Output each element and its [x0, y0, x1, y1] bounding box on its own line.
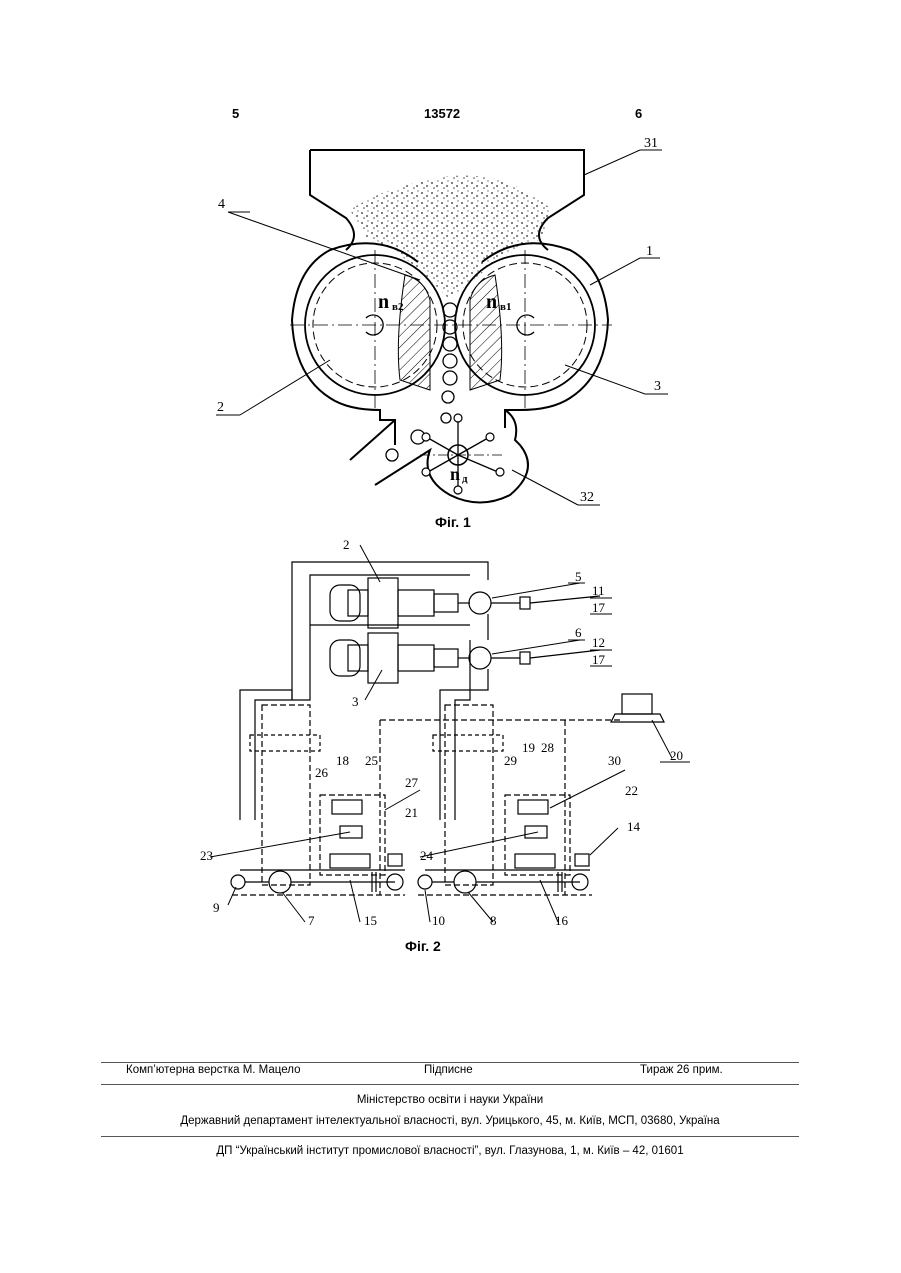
institute-line: ДП “Український інститут промислової вла…	[101, 1145, 799, 1157]
circulation-label: Тираж 26 прим.	[640, 1064, 723, 1076]
fig2-callout-23: 23	[200, 848, 213, 863]
department-line: Державний департамент інтелектуальної вл…	[101, 1115, 799, 1127]
layout-credit: Комп’ютерна верстка М. Мацело	[126, 1064, 300, 1076]
fig2-callout-30: 30	[608, 753, 621, 768]
speed-label-nv1-sub: в1	[500, 301, 511, 313]
speed-label-nd: n	[450, 464, 460, 484]
footer-rule-bottom	[101, 1136, 799, 1137]
fig1-callout-2: 2	[217, 400, 224, 415]
footer-rule-top	[101, 1062, 799, 1063]
fig1-callout-1: 1	[646, 244, 653, 259]
fig2-callout-17: 17	[592, 600, 606, 615]
signed-label: Підписне	[424, 1064, 473, 1076]
fig2-callout-5: 5	[575, 569, 582, 584]
fig2-callout-16: 16	[555, 913, 569, 928]
fig2-callout-6: 6	[575, 625, 582, 640]
fig2-callout-25: 25	[365, 753, 378, 768]
fig2-callout-7: 7	[308, 913, 315, 928]
fig2-callout-9: 9	[213, 900, 220, 915]
fig2-callout-14: 14	[627, 819, 641, 834]
fig2-callout-12: 12	[592, 635, 605, 650]
fig1-callout-3: 3	[654, 379, 661, 394]
fig1-callout-31: 31	[644, 136, 658, 151]
speed-label-nv2-sub: в2	[392, 301, 404, 313]
fig2-callout-29: 29	[504, 753, 517, 768]
fig2-callout-24: 24	[420, 848, 434, 863]
fig2-callout-8: 8	[490, 913, 497, 928]
fig2-callout-19: 19	[522, 740, 535, 755]
fig2-callout-27: 27	[405, 775, 419, 790]
speed-label-nd-sub: д	[462, 473, 468, 485]
fig2-callout-17b: 17	[592, 652, 606, 667]
speed-label-nv1: n	[486, 291, 497, 313]
fig2-callout-18: 18	[336, 753, 349, 768]
fig2-callout-2: 2	[343, 537, 350, 552]
speed-label-nv2: n	[378, 291, 389, 313]
figure-1-caption: Фіг. 1	[435, 514, 471, 530]
ministry-line: Міністерство освіти і науки України	[101, 1094, 799, 1106]
footer-rule-middle	[101, 1084, 799, 1085]
fig1-callout-4: 4	[218, 197, 225, 212]
fig2-callout-26: 26	[315, 765, 329, 780]
fig2-callout-20: 20	[670, 748, 683, 763]
fig2-callout-21: 21	[405, 805, 418, 820]
fig2-callout-22: 22	[625, 783, 638, 798]
figure-2-caption: Фіг. 2	[405, 938, 441, 954]
fig2-callout-11: 11	[592, 583, 605, 598]
fig1-callout-32: 32	[580, 490, 594, 505]
fig2-callout-28: 28	[541, 740, 554, 755]
fig2-callout-10: 10	[432, 913, 445, 928]
fig2-callout-15: 15	[364, 913, 377, 928]
fig2-callout-3: 3	[352, 694, 359, 709]
